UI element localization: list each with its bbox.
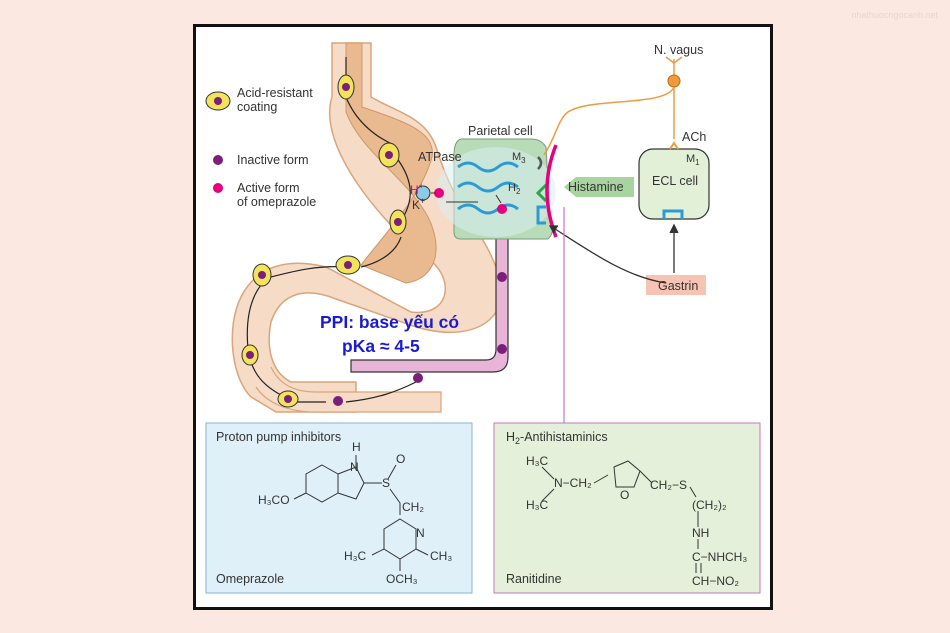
atom-s: S [382, 476, 390, 490]
ecl-cell [638, 141, 710, 220]
atom-n-ch2: N−CH₂ [554, 476, 592, 490]
omeprazole-diagram: Parietal cell ATPase H+ K+ M3 H2 Histami… [205, 42, 761, 594]
atom-h3c-bottom: H₃C [526, 498, 549, 512]
atom-ch-no2: CH−NO₂ [692, 574, 739, 588]
legend-active-line2: of omeprazole [237, 195, 316, 209]
ranitidine-structure [541, 460, 702, 573]
omeprazole-label: Omeprazole [216, 572, 284, 586]
capsule [378, 142, 400, 168]
m3-label: M3 [512, 151, 526, 165]
histamine-label: Histamine [568, 180, 624, 194]
atom-nh: NH [692, 526, 709, 540]
capsule [277, 390, 299, 408]
capsule [389, 209, 407, 235]
capsule [335, 255, 361, 275]
n-vagus-label: N. vagus [654, 43, 703, 57]
atom-och3: OCH₃ [386, 572, 418, 586]
pump-arrows [431, 192, 502, 204]
ecl-cell-label: ECL cell [652, 174, 698, 188]
atom-ch2: CH₂ [402, 500, 424, 514]
gastrin-box [646, 275, 706, 295]
atom-ch2-2: (CH₂)₂ [692, 498, 727, 512]
transit-arrows [246, 57, 417, 403]
ppi-box-title: Proton pump inhibitors [216, 430, 341, 444]
ranitidine-label: Ranitidine [506, 572, 562, 586]
h2-box-title: H2-Antihistaminics [506, 430, 608, 446]
h2-label: H2 [508, 182, 521, 196]
atpase-label: ATPase [418, 150, 462, 164]
parietal-cell [415, 138, 558, 240]
legend-inactive: Inactive form [237, 153, 309, 167]
m1-label: M1 [686, 153, 700, 167]
watermark: nhathuocngocanh.net [851, 10, 938, 20]
atom-h3co: H₃CO [258, 493, 290, 507]
h-plus-label: H+ [410, 181, 424, 197]
histamine-arrow [564, 177, 634, 197]
capsule [241, 344, 259, 366]
atom-ch3: CH₃ [430, 549, 452, 563]
atom-o-furan: O [620, 488, 629, 502]
inactive-drug-dot [333, 396, 343, 406]
annotation-line2: pKa ≈ 4-5 [342, 336, 420, 356]
ach-label: ACh [682, 130, 706, 144]
atom-h3c-top: H₃C [526, 454, 549, 468]
legend-coating-line2: coating [237, 100, 277, 114]
h2-antihistaminics-box: H2-Antihistaminics Ranitidine H₃C N−CH₂ … [493, 422, 761, 594]
atom-n-ring: N [416, 526, 425, 540]
capsule [252, 263, 272, 287]
gastrin-arrows [548, 223, 679, 284]
capsule [337, 74, 355, 100]
legend-coating-line1: Acid-resistant [237, 86, 313, 100]
figure-frame: Parietal cell ATPase H+ K+ M3 H2 Histami… [193, 24, 773, 610]
ppi-box: Proton pump inhibitors Omeprazole H N S … [205, 422, 473, 594]
annotation-line1: PPI: base yếu có [320, 312, 459, 332]
atom-n: N [350, 460, 359, 474]
atom-h3c: H₃C [344, 549, 367, 563]
coated-capsules [241, 74, 407, 408]
atom-c-nhch3: C−NHCH₃ [692, 550, 747, 564]
atom-h: H [352, 440, 361, 454]
parietal-cell-label: Parietal cell [468, 124, 533, 138]
atom-ch2-s: CH₂−S [650, 478, 687, 492]
gastrin-label: Gastrin [658, 279, 698, 293]
vagus-nerve [543, 56, 683, 156]
omeprazole-structure [293, 455, 429, 571]
legend-active-line1: Active form [237, 181, 300, 195]
atom-o: O [396, 452, 405, 466]
legend: Acid-resistant coating Inactive form Act… [205, 86, 316, 209]
k-plus-label: K+ [412, 196, 425, 212]
